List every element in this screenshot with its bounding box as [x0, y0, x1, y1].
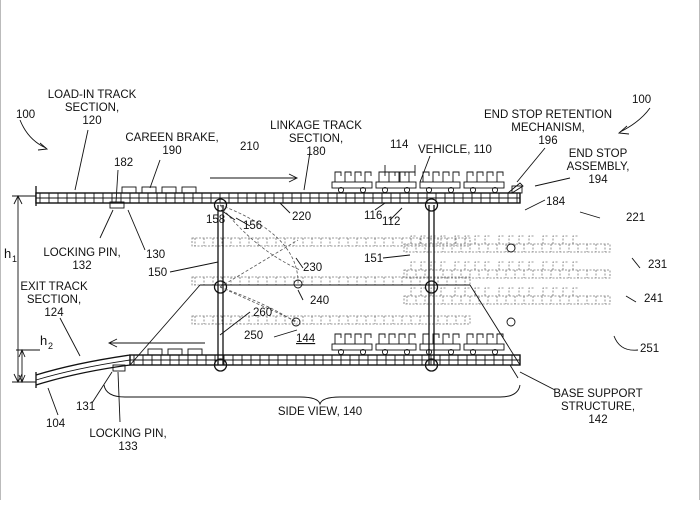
labels: 100 100 LOAD-IN TRACK SECTION, 120 CAREE…	[4, 89, 667, 453]
ref-130-label: 130	[146, 249, 165, 261]
locking-pin-132-label-line2: 132	[72, 260, 91, 272]
h2-label: h	[40, 333, 47, 348]
end-stop-retention-label-line1: END STOP RETENTION	[484, 109, 612, 121]
ref-158-label: 158	[206, 214, 225, 226]
lower-track	[35, 354, 521, 388]
linkage-track-label-line2: SECTION,	[289, 133, 343, 145]
load-in-track-label-line3: 120	[82, 115, 101, 127]
base-support-label-line2: STRUCTURE,	[561, 401, 635, 413]
vehicle-lower	[331, 333, 505, 356]
ref-114-label: 114	[390, 139, 409, 151]
ref-144-label: 144	[296, 333, 316, 345]
vehicle-upper	[331, 171, 505, 194]
end-stop-assembly	[506, 182, 524, 194]
careen-brake	[121, 186, 197, 194]
ref-184-label: 184	[546, 196, 566, 208]
ref-131-label: 131	[76, 401, 95, 413]
ref-116-label: 116	[364, 210, 382, 222]
motion-arrow-210	[210, 173, 299, 183]
side-view-label: SIDE VIEW, 140	[278, 406, 362, 418]
lower-track-ties	[133, 355, 513, 365]
leader-lines	[19, 107, 651, 423]
h1-label: h	[4, 246, 11, 261]
exit-track-label-line1: EXIT TRACK	[20, 281, 88, 293]
height-dimension-h2	[16, 348, 40, 384]
ref-112-label: 112	[382, 216, 400, 228]
ref-230-label: 230	[303, 262, 322, 274]
ref-210-label: 210	[240, 141, 259, 153]
ref-250-label: 250	[244, 330, 263, 342]
end-stop-assembly-label-line3: 194	[588, 174, 608, 186]
side-view-bracket	[103, 384, 521, 406]
ref-240-label: 240	[310, 295, 329, 307]
end-stop-assembly-label-line2: ASSEMBLY,	[567, 161, 630, 173]
linkage-track-label-line1: LINKAGE TRACK	[270, 120, 362, 132]
ref-104-label: 104	[46, 418, 66, 430]
ref-241-label: 241	[644, 293, 663, 305]
ref-182-label: 182	[114, 157, 133, 169]
base-support-structure	[129, 284, 521, 379]
intermediate-track-positions	[191, 235, 611, 325]
end-stop-assembly-label-line1: END STOP	[569, 148, 628, 160]
locking-pin-132	[109, 201, 125, 209]
exit-track-label-line3: 124	[44, 307, 64, 319]
careen-brake-label-line2: 190	[162, 145, 181, 157]
locking-pin-133-label-line2: 133	[118, 441, 137, 453]
ref-251-label: 251	[640, 343, 659, 355]
ref-220-label: 220	[292, 211, 311, 223]
ref-150-label: 150	[148, 267, 167, 279]
end-stop-retention-label-line3: 196	[538, 135, 557, 147]
motion-arrow-260	[107, 338, 205, 348]
linkage-track-label-line3: 180	[306, 146, 325, 158]
ref-100-right-label: 100	[632, 94, 651, 106]
vehicle-label: VEHICLE, 110	[418, 144, 492, 156]
height-dimension-h1	[12, 194, 36, 384]
upper-track	[35, 186, 521, 206]
locking-pin-133-label-line1: LOCKING PIN,	[89, 428, 166, 440]
load-in-track-label-line2: SECTION,	[65, 102, 119, 114]
end-stop-retention-label-line2: MECHANISM,	[511, 122, 584, 134]
ref-231-label: 231	[648, 259, 667, 271]
careen-brake-label-line1: CAREEN BRAKE,	[125, 132, 218, 144]
ref-260-label: 260	[253, 307, 272, 319]
ref-100-left-label: 100	[16, 109, 35, 121]
exit-brake	[147, 348, 203, 356]
locking-pin-133	[112, 364, 126, 372]
ref-151-label: 151	[364, 253, 383, 265]
h2-subscript: 2	[48, 341, 53, 351]
exit-track-label-line2: SECTION,	[27, 294, 81, 306]
base-support-label-line1: BASE SUPPORT	[553, 388, 642, 400]
load-in-track-label-line1: LOAD-IN TRACK	[48, 89, 137, 101]
ref-156-label: 156	[243, 220, 262, 232]
ref-221-label: 221	[626, 212, 645, 224]
locking-pin-132-label-line1: LOCKING PIN,	[43, 247, 120, 259]
h1-subscript: 1	[12, 254, 17, 264]
base-support-label-line3: 142	[588, 414, 607, 426]
